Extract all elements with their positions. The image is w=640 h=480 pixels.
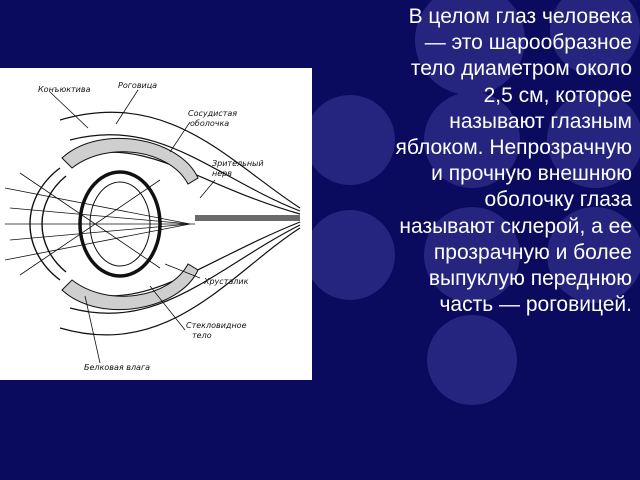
light-ray — [19, 179, 161, 276]
leader-line — [84, 295, 101, 364]
leader-line — [115, 89, 139, 125]
decor-circle — [547, 92, 640, 188]
leader-line — [199, 179, 216, 199]
label-choroid-1: Сосудистая — [188, 109, 237, 118]
eye-diagram: Конъюктива Роговица Сосудистая оболочка … — [0, 68, 312, 380]
middle-shell-upper — [69, 134, 301, 212]
outer-shell-upper — [59, 111, 301, 209]
text-line: тело диаметром около — [410, 57, 632, 81]
decor-circle — [424, 92, 520, 188]
text-line: называют глазным — [449, 109, 632, 133]
text-line: 2,5 см, которое — [483, 83, 632, 107]
text-line: и прочную внешнюю — [431, 162, 632, 186]
text-line: оболочку глаза — [484, 188, 632, 212]
light-ray — [4, 187, 191, 225]
sclera-band-lower — [61, 263, 199, 311]
label-vitreous-2: тело — [192, 331, 212, 340]
decor-circle — [550, 0, 640, 75]
label-conjunctiva: Конъюктива — [38, 85, 91, 94]
decor-circle — [305, 210, 395, 300]
label-lens: Хрусталик — [203, 277, 249, 286]
text-line: — это шарообразное — [424, 31, 632, 55]
light-ray — [9, 207, 191, 225]
label-choroid-2: оболочка — [190, 119, 229, 128]
outer-shell-lower — [59, 227, 301, 336]
leader-line — [164, 263, 201, 279]
sclera-band-upper — [61, 137, 199, 185]
decor-circle — [547, 207, 640, 303]
decor-circle — [305, 95, 395, 185]
decor-circle — [424, 207, 520, 303]
label-aqueous: Белковая влага — [84, 363, 150, 372]
text-line: называют склерой, а ее — [399, 214, 632, 238]
label-cornea: Роговица — [118, 81, 157, 90]
light-ray — [19, 172, 161, 269]
inner-shell-lower — [79, 221, 301, 297]
decor-circle — [427, 315, 517, 405]
label-optic-nerve-2: нерв — [212, 169, 232, 178]
leader-line — [169, 121, 191, 153]
text-line: В целом глаз человека — [408, 5, 632, 28]
text-line: часть — роговицей. — [439, 293, 632, 317]
text-line: прозрачную и более — [433, 240, 632, 264]
eye-diagram-svg: Конъюктива Роговица Сосудистая оболочка … — [4, 81, 301, 372]
middle-shell-lower — [69, 224, 301, 314]
light-ray — [4, 223, 191, 261]
text-line: яблоком. Непрозрачную — [395, 136, 633, 160]
leader-line — [149, 285, 186, 331]
light-ray — [9, 223, 191, 241]
label-optic-nerve-1: Зрительный — [212, 159, 264, 168]
decor-circle — [415, 0, 525, 95]
slide-body-text: В целом глаз человека — это шарообразное… — [302, 4, 633, 318]
label-vitreous-1: Стекловидное — [186, 321, 247, 330]
leader-line — [49, 91, 89, 129]
text-line: выпуклую переднюю — [428, 267, 632, 291]
